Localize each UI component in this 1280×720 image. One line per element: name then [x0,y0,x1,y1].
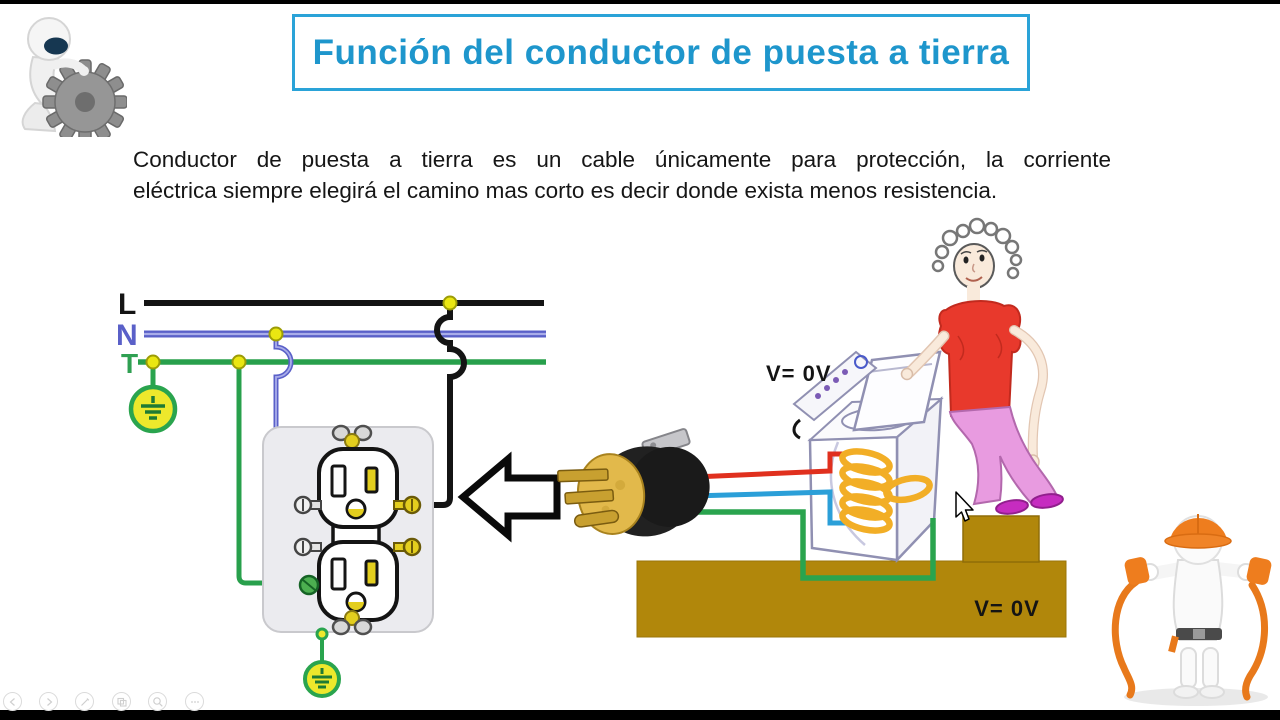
mouse-cursor [955,491,974,522]
orange-cable-right [1242,581,1269,701]
more-options-button[interactable] [185,692,204,711]
next-slide-button[interactable] [39,692,58,711]
ground-lead-wire [618,509,936,581]
earth-platform [636,560,1067,638]
body-text-line1: Conductor de puesta a tierra es un cable… [133,147,1111,172]
ground-symbol-left [128,366,178,434]
woman-figure [900,217,1064,515]
body-text: Conductor de puesta a tierra es un cable… [133,144,1111,206]
hot-screws [393,495,422,557]
voltage-label-ground: V= 0V [974,596,1040,621]
orange-cable-left [1111,578,1140,699]
wiring-diagram: L N T [116,288,561,698]
appliance-scene: V= 0V V= 0V [557,217,1067,638]
electrician-mascot [1111,514,1272,706]
ellipsis-icon [190,700,199,703]
outlet-hot-slot [364,466,379,494]
duplex-outlet [262,424,434,698]
neutral-lead-wire [691,489,850,526]
chevron-left-icon [9,697,15,706]
ground-symbol-outlet [303,627,341,698]
previous-slide-button[interactable] [3,692,22,711]
plug-prongs [557,468,620,528]
pointer-arrow [457,451,561,543]
outlet-neutral-slot [330,464,347,498]
all-slides-button[interactable] [112,692,131,711]
woman-pants [948,405,1058,506]
live-line-label: L [118,288,136,321]
junction-dots [145,295,458,370]
bottom-letterbox-bar [0,710,1280,720]
top-letterbox-bar [0,0,1280,4]
live-drop-wire [422,303,467,508]
zoom-slide-button[interactable] [148,692,167,711]
page-title: Función del conductor de puesta a tierra [312,32,1010,72]
chevron-right-icon [46,697,52,706]
robot-gear-logo [21,17,127,137]
voltage-label-machine: V= 0V [766,361,832,386]
earth-drop-wire [236,362,306,586]
robot-visor [44,37,68,55]
slide-title-box: Función del conductor de puesta a tierra [292,14,1030,91]
ground-screw [298,574,320,596]
power-plug [557,428,710,537]
woman-hair [931,217,1023,280]
washer-control-panel [792,350,878,422]
magnifier-icon [152,696,163,707]
earth-line-label: T [121,348,138,379]
heater-coil [839,448,933,534]
hot-lead-wire [693,451,846,480]
woman-shoe [995,499,1029,515]
woman-shirt [938,300,1022,423]
hard-hat-icon [1164,514,1232,549]
pen-icon [80,697,89,706]
earth-step-block [962,515,1040,563]
pen-tool-button[interactable] [75,692,94,711]
neutral-line-label: N [116,319,138,352]
woman-shoe [1030,493,1064,509]
body-text-line2: eléctrica siempre elegirá el camino mas … [133,178,998,203]
neutral-screws [293,495,322,557]
slides-icon [116,697,127,707]
